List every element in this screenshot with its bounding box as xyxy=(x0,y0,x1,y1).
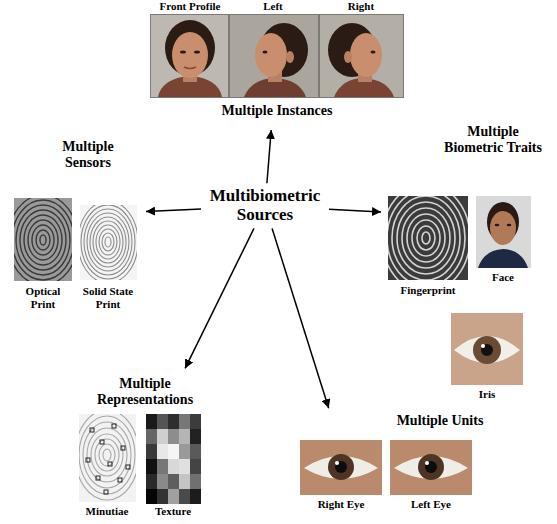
arrow-connector xyxy=(329,209,381,212)
face-image xyxy=(476,196,531,268)
optical-print-image xyxy=(8,195,78,285)
image-caption: Left Eye xyxy=(391,498,471,511)
image-caption: Fingerprint xyxy=(393,284,463,297)
fingerprint-image xyxy=(382,184,470,292)
image-caption: Iris xyxy=(462,388,512,401)
image-caption: Right xyxy=(331,0,391,13)
arrow-connector xyxy=(185,228,254,368)
image-caption: Right Eye xyxy=(301,498,381,511)
image-caption: Optical Print xyxy=(16,285,70,310)
image-caption: Solid State Print xyxy=(75,285,141,310)
image-caption: Face xyxy=(478,271,528,284)
category-heading: Multiple Instances xyxy=(148,103,406,119)
category-heading: Multiple Units xyxy=(370,413,510,429)
face-photos xyxy=(150,14,404,98)
image-caption: Front Profile xyxy=(150,0,230,13)
texture-image xyxy=(146,414,201,504)
minutiae-image xyxy=(75,410,139,502)
category-heading: Multiple Biometric Traits xyxy=(437,124,549,156)
arrow-connector xyxy=(267,130,271,183)
category-heading: Multiple Sensors xyxy=(38,139,138,171)
right-eye-image xyxy=(300,440,382,495)
category-group: Multiple Biometric Traits xyxy=(385,120,552,405)
arrow-connector xyxy=(272,229,329,409)
image-caption: Texture xyxy=(138,505,208,518)
left-eye-image xyxy=(390,440,472,495)
category-heading: Multiple Representations xyxy=(75,376,215,408)
source-node: Multibiometric Sources xyxy=(205,187,325,224)
category-group: Multiple Representations xyxy=(75,372,215,520)
image-caption: Minutiae xyxy=(72,505,142,518)
source-title: Multibiometric Sources xyxy=(205,187,325,224)
arrow-connector xyxy=(146,209,201,212)
image-caption: Left xyxy=(243,0,303,13)
iris-image xyxy=(451,313,523,385)
category-group: Multiple Instances xyxy=(148,0,406,126)
solid-state-print-image xyxy=(78,201,138,283)
